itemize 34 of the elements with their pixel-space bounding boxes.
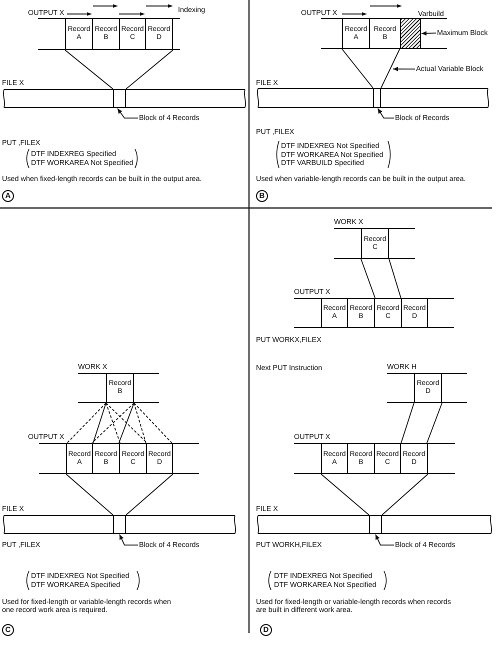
- connector-line: [380, 48, 400, 88]
- record-box: [361, 228, 389, 259]
- record-box: [65, 18, 93, 50]
- record-box: [400, 443, 428, 474]
- record-box: [145, 18, 173, 50]
- record-box: [414, 373, 442, 403]
- connector-line: [126, 50, 174, 90]
- record-block: [113, 89, 126, 108]
- connector-line: [126, 474, 174, 516]
- file-bar: [2, 505, 237, 534]
- record-block: [373, 88, 381, 108]
- record-box: [321, 443, 348, 474]
- record-box: [66, 443, 93, 474]
- leader-arrow: [119, 534, 138, 546]
- connector-line: [382, 474, 428, 516]
- record-box: [401, 298, 428, 328]
- file-bar: [256, 79, 490, 108]
- record-box: [321, 298, 348, 328]
- record-box: [342, 18, 370, 49]
- hatched-block: [400, 18, 421, 49]
- connector-line: [320, 474, 370, 516]
- record-block: [113, 515, 126, 534]
- connector-line: [64, 50, 114, 90]
- record-block: [369, 515, 382, 534]
- record-box: [146, 443, 173, 474]
- leader-arrow: [117, 108, 138, 119]
- file-bar: [2, 79, 247, 108]
- connector-line: [342, 48, 374, 88]
- leader-arrow: [377, 108, 394, 119]
- file-bar: [256, 505, 493, 534]
- connector-line: [66, 474, 114, 516]
- leader-arrow: [375, 534, 394, 546]
- leader-arrow: [392, 66, 416, 72]
- record-box: [106, 373, 134, 403]
